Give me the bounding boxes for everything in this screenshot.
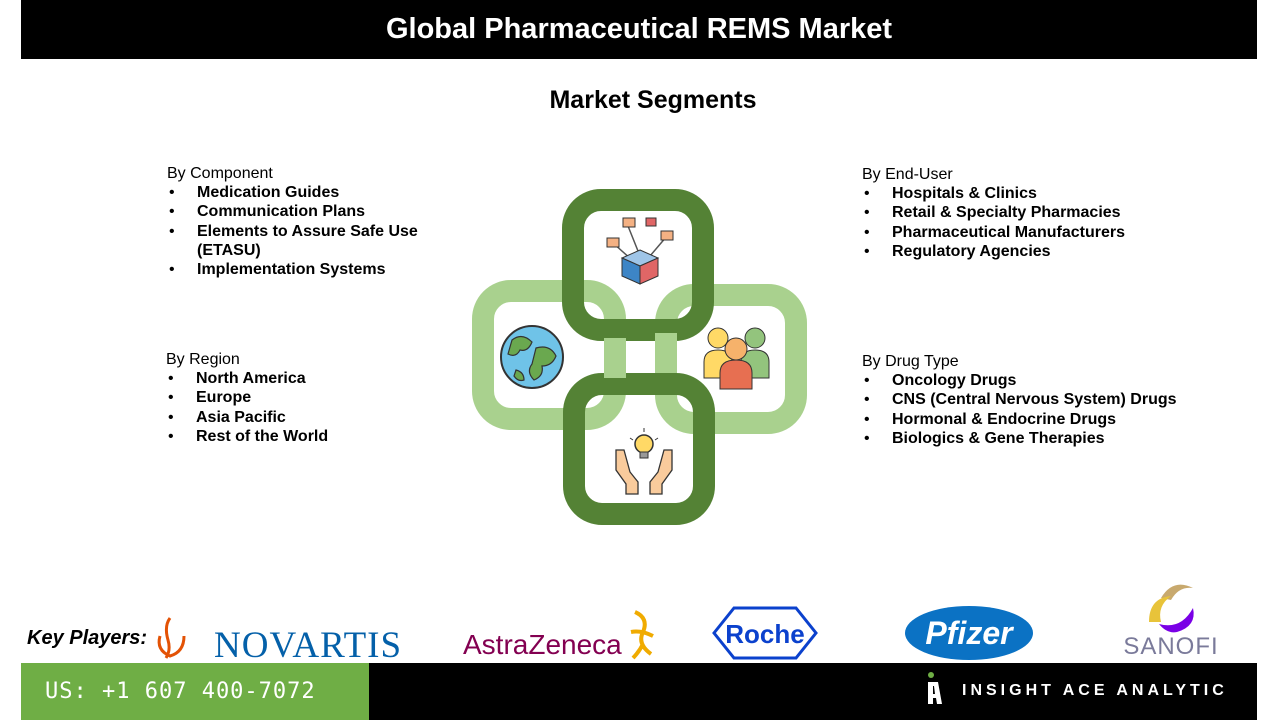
segment-by-region: By Region North America Europe Asia Paci…	[166, 350, 436, 446]
novartis-logo: NOVARTIS	[157, 617, 402, 662]
segment-heading: By Component	[167, 165, 273, 182]
segment-item: Biologics & Gene Therapies	[862, 429, 1222, 448]
title-bar: Global Pharmaceutical REMS Market	[21, 0, 1257, 59]
segment-item: Elements to Assure Safe Use (ETASU)	[167, 222, 437, 260]
segment-item: Pharmaceutical Manufacturers	[862, 223, 1192, 242]
astrazeneca-logo: AstraZeneca	[463, 610, 654, 660]
globe-icon	[500, 325, 564, 389]
segment-item: Regulatory Agencies	[862, 242, 1192, 261]
segment-item: Hospitals & Clinics	[862, 184, 1192, 203]
segment-heading: By Region	[166, 351, 240, 368]
svg-text:AstraZeneca: AstraZeneca	[463, 629, 622, 660]
brand-name: INSIGHT ACE ANALYTIC	[962, 682, 1228, 699]
insight-ace-logo-icon	[928, 672, 942, 704]
network-cube-icon	[606, 217, 674, 285]
segment-item: Rest of the World	[166, 427, 436, 446]
phone-number: US: +1 607 400-7072	[45, 679, 316, 704]
svg-text:NOVARTIS: NOVARTIS	[214, 625, 402, 662]
segment-by-drug-type: By Drug Type Oncology Drugs CNS (Central…	[862, 352, 1222, 448]
segment-item: Communication Plans	[167, 202, 437, 221]
segment-item: CNS (Central Nervous System) Drugs	[862, 390, 1222, 409]
roche-logo: Roche	[712, 606, 818, 660]
svg-text:SANOFI: SANOFI	[1123, 633, 1218, 658]
svg-text:Roche: Roche	[725, 619, 804, 649]
phone-contact: US: +1 607 400-7072	[21, 663, 369, 720]
sanofi-logo: SANOFI	[1123, 584, 1218, 658]
footer-bar	[369, 663, 1257, 720]
page-title: Global Pharmaceutical REMS Market	[385, 13, 893, 45]
hands-lightbulb-icon	[615, 428, 673, 495]
segment-item: Oncology Drugs	[862, 371, 1222, 390]
segment-item: Asia Pacific	[166, 408, 436, 427]
segment-item: Medication Guides	[167, 183, 437, 202]
key-players-label: Key Players:	[27, 627, 148, 649]
segment-item: North America	[166, 369, 436, 388]
segment-item: Hormonal & Endocrine Drugs	[862, 410, 1222, 429]
segment-heading: By Drug Type	[862, 353, 959, 370]
segment-by-component: By Component Medication Guides Communica…	[167, 164, 437, 279]
segment-item: Implementation Systems	[167, 260, 437, 279]
people-group-icon	[703, 327, 770, 390]
segment-item: Europe	[166, 388, 436, 407]
segment-heading: By End-User	[862, 166, 953, 183]
segment-by-end-user: By End-User Hospitals & Clinics Retail &…	[862, 165, 1192, 261]
segments-graphic	[470, 188, 810, 528]
segment-item: Retail & Specialty Pharmacies	[862, 203, 1192, 222]
svg-text:Pfizer: Pfizer	[925, 615, 1014, 651]
section-title: Market Segments	[549, 86, 757, 114]
pfizer-logo: Pfizer	[905, 606, 1033, 660]
